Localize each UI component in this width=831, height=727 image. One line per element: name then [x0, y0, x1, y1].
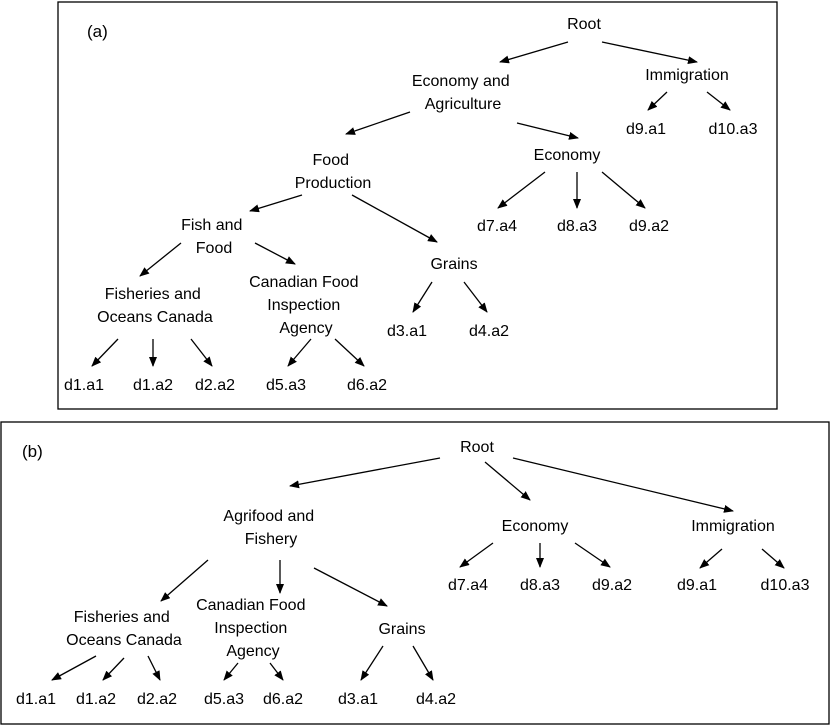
panel-a-nodes: Root Economy and Agriculture Immigration… [64, 16, 758, 394]
node-d3-a1: d3.a1 [387, 323, 427, 340]
edge-fisheries-d2a2 [147, 655, 161, 681]
edge-immigration-d9a1 [647, 91, 668, 111]
node-immigration: Immigration [645, 67, 729, 84]
node-d9-a2: d9.a2 [592, 577, 632, 594]
panel-b-nodes: Root Agrifood and Fishery Economy Immigr… [16, 439, 810, 708]
node-economy: Economy [534, 147, 601, 164]
panel-a-frame [57, 1, 778, 410]
panel-b-frame [0, 421, 830, 725]
node-fisheries-and-oceans-canada: Fisheries and Oceans Canada [66, 609, 182, 649]
node-d9-a1: d9.a1 [677, 577, 717, 594]
edge-agrifood-grains [313, 567, 388, 607]
node-d8-a3: d8.a3 [520, 577, 560, 594]
node-food-production: Food Production [295, 152, 372, 192]
edge-grains-d3a1 [412, 281, 433, 313]
node-agrifood-and-fishery: Agrifood and Fishery [223, 508, 318, 548]
node-d7-a4: d7.a4 [477, 218, 517, 235]
node-root: Root [567, 16, 601, 33]
edge-econagri-foodprod [345, 111, 411, 135]
node-d1-a2: d1.a2 [76, 691, 116, 708]
edge-root-immigration [601, 41, 698, 65]
edge-foodprod-grains [351, 194, 438, 243]
node-d2-a2: d2.a2 [137, 691, 177, 708]
node-d6-a2: d6.a2 [347, 377, 387, 394]
panel-a: (a) Root Eco [57, 1, 778, 410]
edge-foodprod-fishfood [249, 194, 303, 213]
panel-b-edges [51, 457, 785, 681]
node-d8-a3: d8.a3 [557, 218, 597, 235]
panel-b-label: (b) [22, 442, 43, 461]
node-d1-a1: d1.a1 [64, 377, 104, 394]
node-d3-a1: d3.a1 [338, 691, 378, 708]
node-d10-a3: d10.a3 [761, 577, 810, 594]
node-canadian-food-inspection-agency: Canadian Food Inspection Agency [249, 274, 363, 337]
node-d5-a3: d5.a3 [266, 377, 306, 394]
edge-fishfood-fisheries [139, 242, 182, 277]
edge-grains-d4a2 [412, 645, 434, 681]
edge-root-immigration [512, 457, 734, 513]
edge-immigration-d10a3 [761, 548, 785, 569]
edge-grains-d3a1 [360, 645, 384, 681]
node-grains: Grains [430, 256, 477, 273]
edge-fisheries-d1a2 [102, 657, 125, 681]
panel-a-edges [91, 41, 731, 367]
node-economy: Economy [502, 518, 569, 535]
edge-economy-d9a2 [574, 542, 611, 568]
node-fish-and-food: Fish and Food [181, 217, 247, 257]
node-grains: Grains [378, 621, 425, 638]
edge-immigration-d9a1 [699, 548, 723, 569]
node-d6-a2: d6.a2 [263, 691, 303, 708]
edge-grains-d4a2 [463, 281, 488, 313]
edge-root-econagri [499, 41, 569, 64]
node-immigration: Immigration [691, 518, 775, 535]
node-d9-a1: d9.a1 [626, 121, 666, 138]
edge-root-economy [484, 461, 531, 501]
node-d4-a2: d4.a2 [416, 691, 456, 708]
edge-cfia-d6a2 [334, 338, 365, 367]
edge-economy-d7a4 [459, 542, 494, 568]
edge-fisheries-d1a1 [91, 338, 119, 367]
edge-econagri-economy [516, 122, 579, 140]
edge-economy-d9a2 [601, 171, 646, 209]
node-economy-and-agriculture: Economy and Agriculture [412, 73, 514, 113]
edge-cfia-d5a3 [223, 662, 239, 681]
node-d7-a4: d7.a4 [448, 577, 488, 594]
node-d5-a3: d5.a3 [204, 691, 244, 708]
edge-cfia-d6a2 [269, 662, 284, 681]
node-d10-a3: d10.a3 [709, 121, 758, 138]
panel-a-label: (a) [87, 22, 108, 41]
node-root: Root [460, 439, 494, 456]
edge-fishfood-cfia [254, 242, 296, 265]
edge-economy-d7a4 [497, 171, 546, 209]
edge-root-agrifood [289, 457, 441, 489]
node-d2-a2: d2.a2 [195, 377, 235, 394]
edge-agrifood-fisheries [160, 559, 209, 602]
panel-b: (b) Root Agrifood and [0, 421, 830, 725]
edge-immigration-d10a3 [706, 91, 731, 111]
node-canadian-food-inspection-agency: Canadian Food Inspection Agency [196, 597, 310, 660]
edge-cfia-d5a3 [287, 338, 312, 367]
edge-fisheries-d1a1 [51, 655, 97, 681]
node-d9-a2: d9.a2 [629, 218, 669, 235]
node-d1-a2: d1.a2 [133, 377, 173, 394]
edge-fisheries-d2a2 [190, 338, 213, 367]
node-fisheries-and-oceans-canada: Fisheries and Oceans Canada [97, 286, 213, 326]
node-d4-a2: d4.a2 [469, 323, 509, 340]
node-d1-a1: d1.a1 [16, 691, 56, 708]
